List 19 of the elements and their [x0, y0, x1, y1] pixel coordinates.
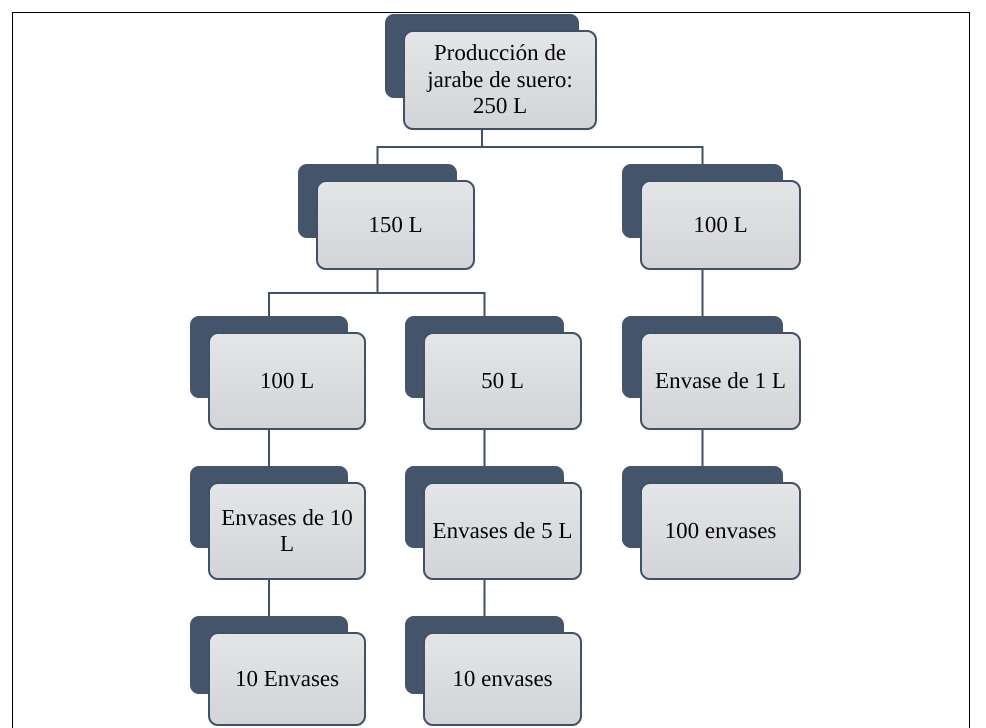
node-label: 100 envases [664, 518, 776, 544]
node-label: Producción de jarabe de suero: 250 L [426, 40, 574, 120]
connector-line [484, 580, 486, 616]
node-label: 10 envases [452, 666, 553, 692]
node-label: Envase de 1 L [655, 368, 786, 394]
connector-line [702, 270, 704, 316]
connector-line [702, 430, 704, 466]
node-label: Envases de 5 L [432, 518, 572, 544]
connector-line [484, 430, 486, 466]
node-label: 150 L [368, 212, 423, 238]
connector-line [481, 130, 704, 164]
node-label: 100 L [260, 368, 314, 394]
node-label: Envases de 10 L [220, 504, 354, 558]
node-label: 10 Envases [234, 666, 340, 692]
connector-line [268, 580, 270, 616]
connector-line [376, 270, 486, 316]
node-label: 50 L [481, 368, 524, 394]
node-label: 100 L [693, 212, 748, 238]
connector-line [268, 430, 270, 466]
